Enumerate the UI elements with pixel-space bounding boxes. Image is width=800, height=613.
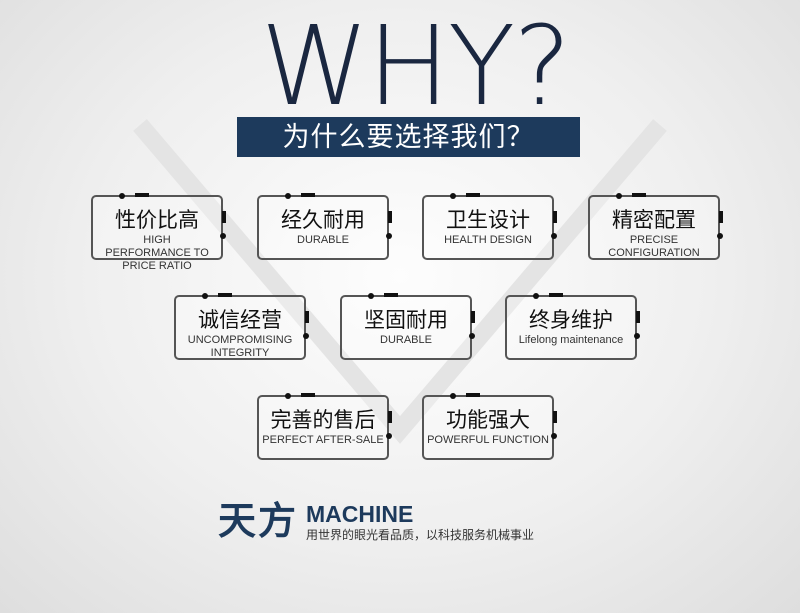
feature-title: 坚固耐用 — [364, 309, 448, 332]
feature-card: 功能强大 POWERFUL FUNCTION — [422, 393, 557, 460]
feature-title: 功能强大 — [446, 409, 530, 432]
why-heading: WHY? — [260, 2, 571, 130]
feature-title: 性价比高 — [115, 209, 199, 232]
feature-card: 完善的售后 PERFECT AFTER-SALE — [257, 393, 392, 460]
feature-subtitle: HEALTH DESIGN — [444, 234, 532, 246]
feature-card: 卫生设计 HEALTH DESIGN — [422, 193, 557, 260]
feature-card: 经久耐用 DURABLE — [257, 193, 392, 260]
brand-cn: 天方 — [218, 501, 299, 543]
feature-title: 精密配置 — [612, 209, 696, 232]
feature-title: 经久耐用 — [281, 209, 365, 232]
feature-card: 终身维护 Lifelong maintenance — [505, 293, 640, 360]
subtitle-banner: 为什么要选择我们？ — [237, 117, 580, 157]
feature-subtitle: PRECISE CONFIGURATION — [608, 234, 700, 259]
feature-title: 终身维护 — [529, 309, 613, 332]
feature-subtitle: POWERFUL FUNCTION — [427, 434, 549, 446]
feature-subtitle: PERFECT AFTER-SALE — [262, 434, 384, 446]
feature-card: 坚固耐用 DURABLE — [340, 293, 475, 360]
feature-title: 完善的售后 — [270, 409, 376, 432]
feature-subtitle: Lifelong maintenance — [518, 334, 624, 346]
feature-title: 诚信经营 — [198, 309, 282, 332]
feature-subtitle: UNCOMPROMISING INTEGRITY — [187, 334, 293, 359]
feature-subtitle: DURABLE — [380, 334, 432, 346]
feature-title: 卫生设计 — [446, 209, 530, 232]
brand-logo: 天方 MACHINE 用世界的眼光看品质，以科技服务机械事业 — [218, 500, 534, 544]
feature-subtitle: DURABLE — [297, 234, 349, 246]
brand-slogan: 用世界的眼光看品质，以科技服务机械事业 — [306, 528, 535, 542]
feature-subtitle: HIGH PERFORMANCE TO PRICE RATIO — [105, 234, 209, 272]
brand-en: MACHINE — [306, 501, 414, 527]
